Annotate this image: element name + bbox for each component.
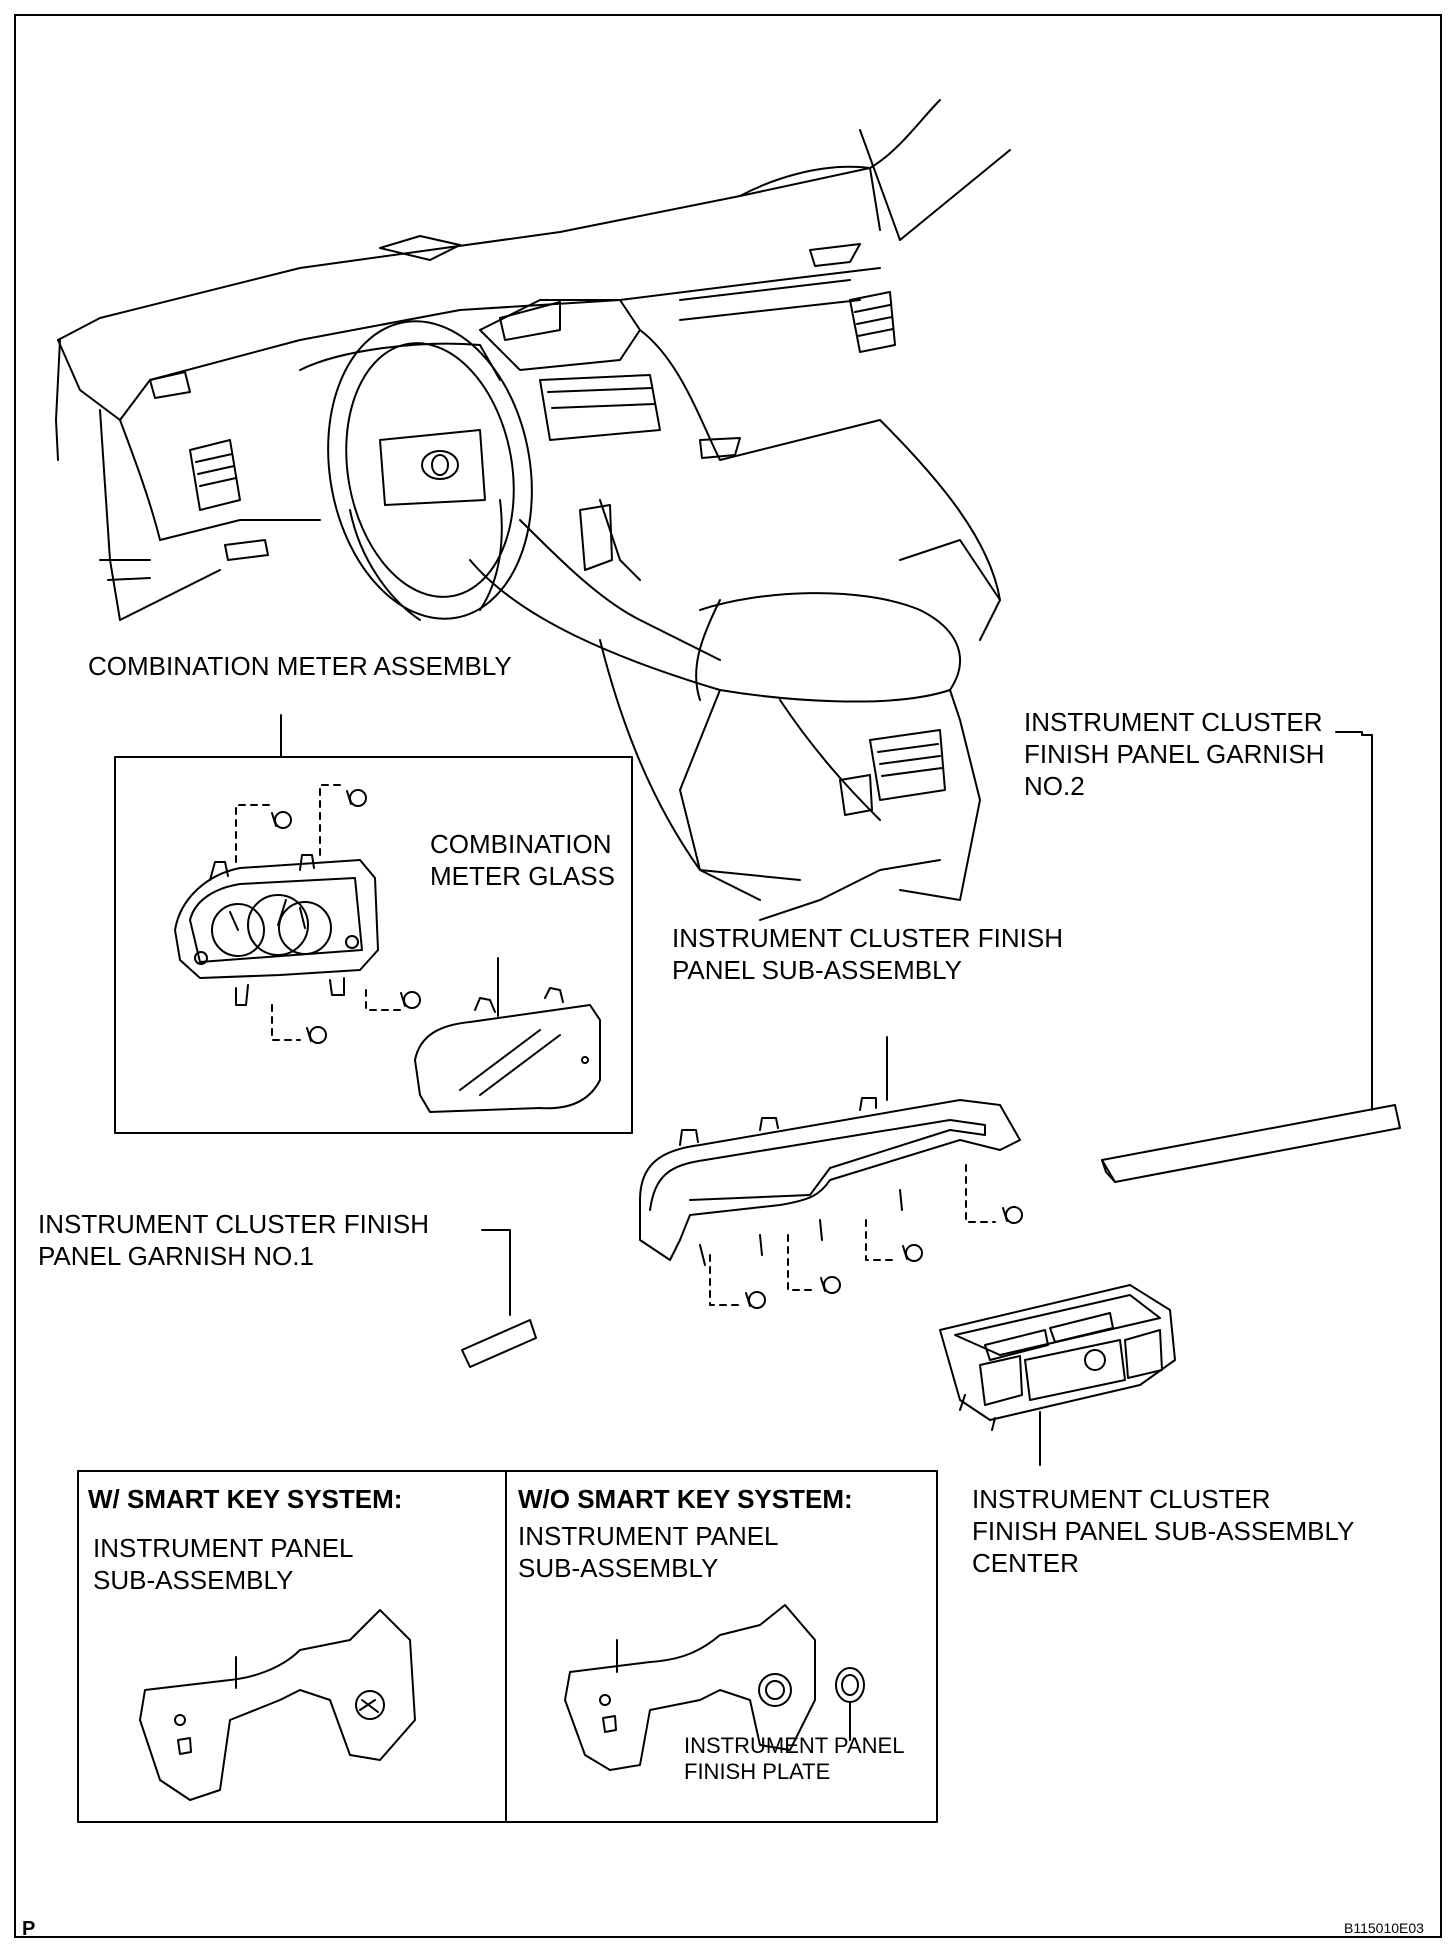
finish-panel-center-drawing (939, 1284, 1176, 1431)
combination-meter-box (114, 756, 633, 1134)
instrument-panel-without-smart-key-drawing (564, 1604, 816, 1771)
screw-icon (271, 789, 421, 1044)
figure-frame (14, 14, 1442, 1938)
garnish-no2-drawing (1101, 1104, 1401, 1183)
label-wo-smart-key-part: INSTRUMENT PANEL SUB-ASSEMBLY (518, 1521, 779, 1583)
instrument-panel-with-smart-key-drawing (139, 1609, 416, 1801)
meter-glass-drawing (414, 987, 601, 1113)
label-garnish-no2: INSTRUMENT CLUSTER FINISH PANEL GARNISH … (1024, 707, 1325, 801)
garnish-no1-leader (481, 1229, 511, 1316)
finish-plate-drawing (835, 1667, 865, 1703)
garnish-no2-leader (1335, 731, 1373, 1111)
label-finish-plate: INSTRUMENT PANEL FINISH PLATE (684, 1733, 905, 1784)
dashboard-illustration (55, 99, 1011, 921)
finish-panel-drawing (639, 1097, 1021, 1266)
label-finish-panel-center: INSTRUMENT CLUSTER FINISH PANEL SUB-ASSE… (972, 1484, 1355, 1578)
figure-code: B115010E03 (1344, 1920, 1424, 1936)
variant-box-with-smart-key (77, 1470, 507, 1823)
garnish-no1-drawing (461, 1319, 537, 1368)
label-w-smart-key-part: INSTRUMENT PANEL SUB-ASSEMBLY (93, 1533, 354, 1595)
corner-letter: P (22, 1918, 36, 1940)
combination-meter-drawing (174, 854, 379, 1006)
label-combination-meter-assembly: COMBINATION METER ASSEMBLY (88, 651, 512, 681)
finish-panel-screws (709, 1164, 996, 1306)
screw-icon (745, 1206, 1023, 1309)
title-without-smart-key: W/O SMART KEY SYSTEM: (518, 1484, 853, 1514)
title-with-smart-key: W/ SMART KEY SYSTEM: (88, 1484, 403, 1514)
variant-box-without-smart-key (505, 1470, 938, 1823)
label-finish-panel-sub-assembly: INSTRUMENT CLUSTER FINISH PANEL SUB-ASSE… (672, 923, 1063, 985)
meter-screws (235, 784, 401, 1041)
label-combination-meter-glass: COMBINATION METER GLASS (430, 829, 615, 891)
label-garnish-no1: INSTRUMENT CLUSTER FINISH PANEL GARNISH … (38, 1209, 429, 1271)
